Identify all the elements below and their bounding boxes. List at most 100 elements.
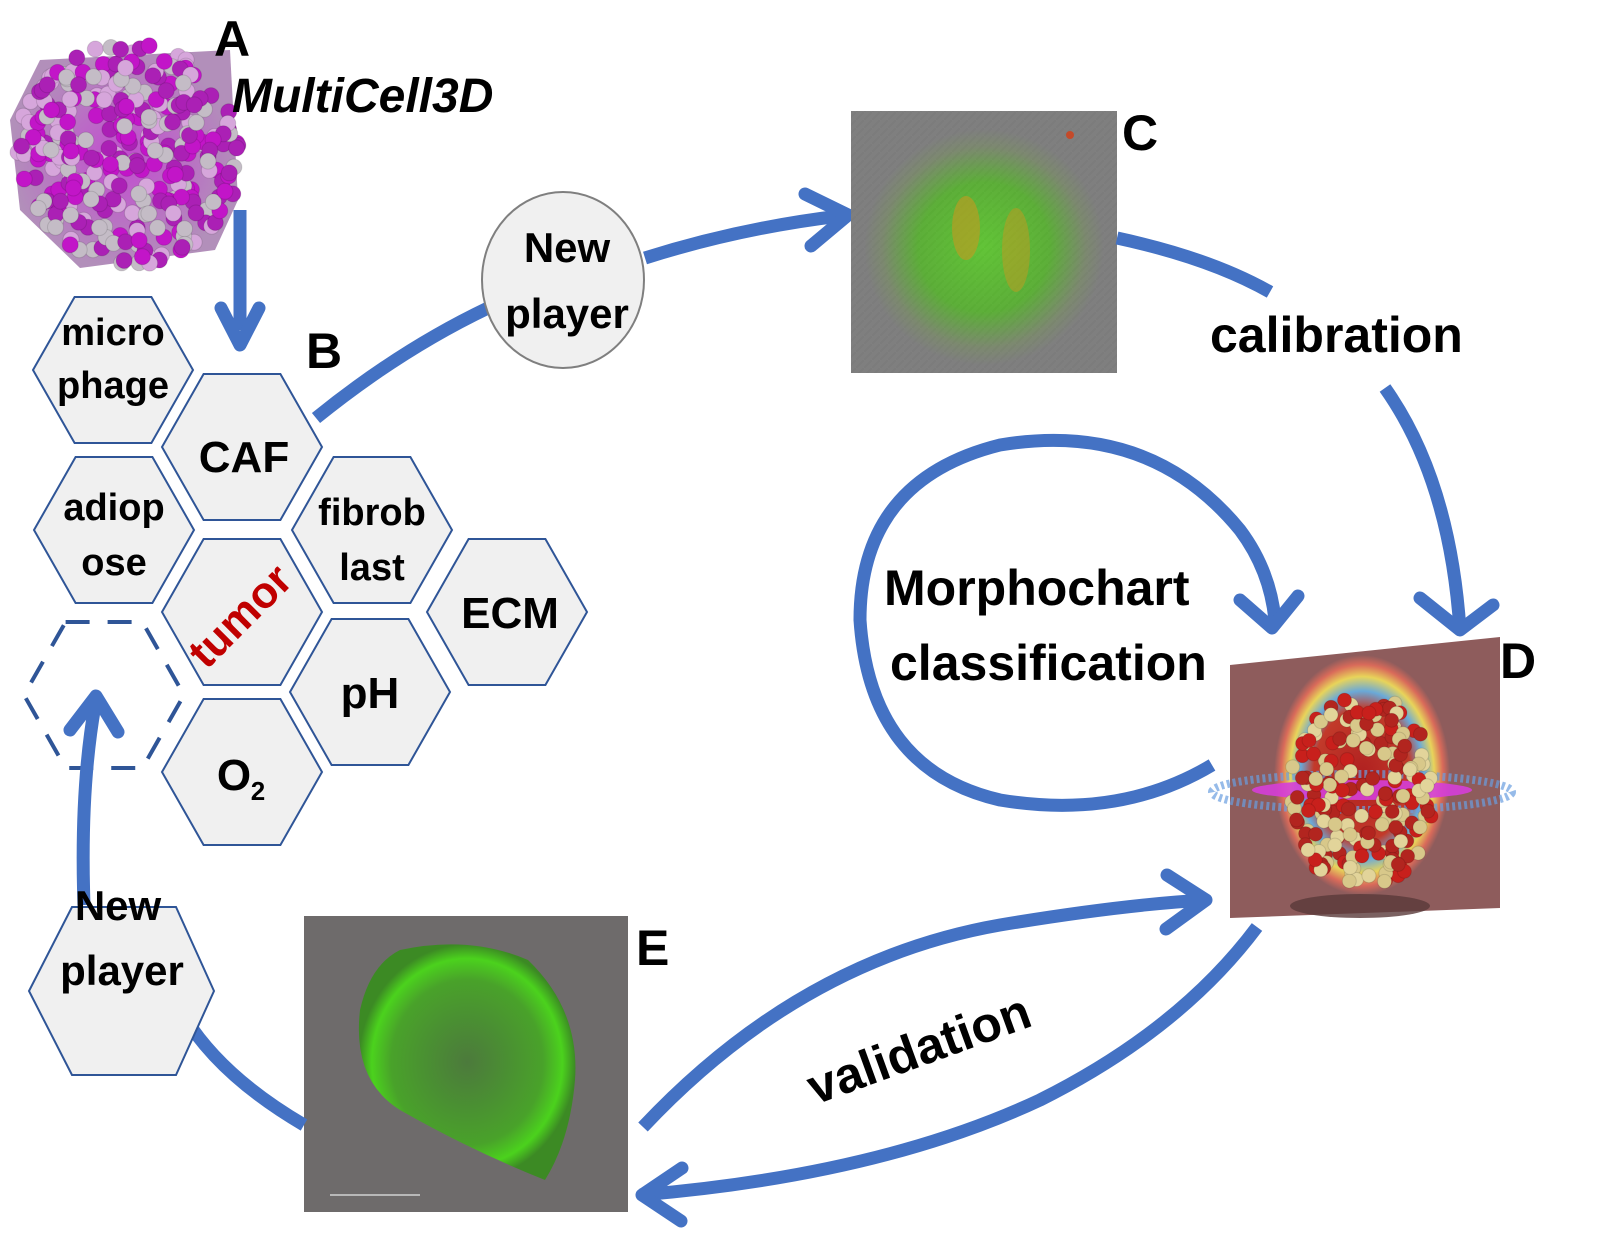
hexagon-ph-label: pH bbox=[341, 669, 400, 718]
arrow-validation-d-to-e bbox=[635, 923, 1263, 1228]
empty-slot-dashed-hexagon bbox=[21, 620, 187, 770]
cell-sphere bbox=[1402, 762, 1418, 777]
cell-sphere bbox=[1285, 759, 1301, 775]
cell-sphere bbox=[130, 185, 148, 203]
cell-sphere bbox=[59, 113, 77, 131]
cell-sphere bbox=[1322, 777, 1338, 793]
morphochart-label-line2: classification bbox=[890, 635, 1207, 691]
cell-sphere bbox=[1354, 848, 1370, 864]
cell-sphere bbox=[110, 177, 128, 195]
panel-letter-b: B bbox=[306, 323, 342, 379]
hexagon-ph: pH bbox=[288, 618, 452, 766]
cell-sphere bbox=[62, 142, 80, 160]
cell-sphere bbox=[185, 96, 203, 114]
arrow-a-to-b bbox=[214, 210, 266, 352]
cell-sphere bbox=[180, 126, 198, 144]
cell-sphere bbox=[155, 52, 173, 70]
hexagon-fibroblast-label-2: last bbox=[339, 547, 405, 589]
panel-d-simulation-image bbox=[1208, 637, 1516, 918]
cell-sphere bbox=[1323, 707, 1339, 723]
cell-sphere bbox=[1388, 819, 1404, 835]
cell-sphere bbox=[1345, 733, 1361, 748]
arrow-b-to-new-player bbox=[311, 302, 491, 424]
arrow-validation-e-to-d bbox=[638, 868, 1213, 1132]
cell-sphere bbox=[1289, 789, 1305, 805]
cell-sphere bbox=[164, 204, 182, 222]
calibration-label: calibration bbox=[1210, 307, 1463, 363]
cell-sphere bbox=[86, 40, 104, 58]
hexagon-ecm-label: ECM bbox=[461, 589, 559, 638]
cell-sphere bbox=[144, 67, 162, 85]
hexagon-tumor: tumor bbox=[160, 538, 324, 686]
cell-sphere bbox=[90, 219, 108, 237]
cell-sphere bbox=[1306, 746, 1321, 762]
cell-sphere bbox=[1300, 803, 1316, 819]
cell-sphere bbox=[130, 231, 148, 249]
cell-sphere bbox=[102, 155, 119, 173]
cell-sphere bbox=[128, 157, 146, 175]
cell-sphere bbox=[1341, 873, 1357, 889]
cell-sphere bbox=[199, 152, 217, 170]
cell-sphere bbox=[1368, 804, 1383, 820]
morphochart-label-line1: Morphochart bbox=[884, 560, 1190, 616]
cell-sphere bbox=[112, 40, 130, 58]
cell-sphere bbox=[164, 113, 181, 131]
cell-sphere bbox=[1365, 771, 1381, 786]
cell-sphere bbox=[77, 131, 95, 149]
cell-sphere bbox=[70, 76, 87, 94]
arrow-new-player-to-c bbox=[643, 187, 855, 265]
cell-sphere bbox=[1327, 837, 1343, 853]
cell-sphere bbox=[1377, 786, 1393, 802]
hexagon-caf: CAF bbox=[160, 373, 324, 521]
cell-sphere bbox=[29, 199, 47, 217]
cell-sphere bbox=[68, 49, 86, 67]
cell-sphere bbox=[1289, 812, 1304, 828]
cell-sphere bbox=[95, 91, 113, 109]
cell-sphere bbox=[100, 139, 118, 157]
cell-sphere bbox=[15, 170, 33, 188]
cell-sphere bbox=[1340, 801, 1356, 817]
arrow-new-player-to-empty-slot bbox=[63, 689, 125, 906]
cell-sphere bbox=[1354, 808, 1369, 824]
cell-sphere bbox=[1307, 852, 1323, 868]
cell-sphere bbox=[1390, 856, 1406, 872]
cell-sphere bbox=[1301, 733, 1317, 748]
cell-sphere bbox=[140, 108, 158, 126]
hexagon-microphage-label-2: phage bbox=[57, 365, 169, 407]
hexagon-fibroblast-label-1: fibrob bbox=[318, 492, 426, 534]
cell-sphere bbox=[82, 190, 100, 208]
cell-sphere bbox=[61, 236, 79, 254]
hexagon-adiopose-label-1: adiop bbox=[63, 487, 164, 529]
cell-sphere bbox=[83, 149, 101, 167]
cell-sphere bbox=[1327, 816, 1343, 832]
new-player-hexagon: New player bbox=[27, 882, 216, 1076]
cell-sphere bbox=[228, 139, 246, 157]
panel-c-microscopy-image bbox=[851, 111, 1117, 373]
hexagon-fibroblast: fibrob last bbox=[290, 456, 454, 604]
cell-sphere bbox=[1377, 873, 1392, 889]
arrow-morphochart-loop bbox=[853, 433, 1305, 812]
panel-letter-c: C bbox=[1122, 105, 1158, 161]
new-player-hex-line1: New bbox=[75, 882, 162, 929]
hexagon-microphage: micro phage bbox=[31, 296, 195, 444]
arrow-calibration-c-to-d bbox=[1115, 231, 1500, 637]
cell-sphere bbox=[1384, 712, 1400, 728]
cell-sphere bbox=[173, 188, 190, 206]
hexagon-ecm: ECM bbox=[425, 538, 589, 686]
cell-sphere bbox=[1370, 722, 1385, 738]
cell-sphere bbox=[1361, 868, 1377, 884]
hexagon-microphage-label-1: micro bbox=[61, 312, 164, 354]
cell-sphere bbox=[1308, 826, 1324, 842]
cell-sphere bbox=[116, 117, 133, 135]
cell-sphere bbox=[1300, 842, 1316, 858]
cell-sphere bbox=[1342, 827, 1358, 843]
cell-sphere bbox=[216, 182, 234, 200]
cell-sphere bbox=[43, 101, 60, 119]
cell-sphere bbox=[117, 59, 134, 77]
cell-sphere bbox=[1393, 833, 1409, 849]
panel-letter-a: A bbox=[214, 11, 250, 67]
cell-sphere bbox=[1374, 817, 1390, 833]
